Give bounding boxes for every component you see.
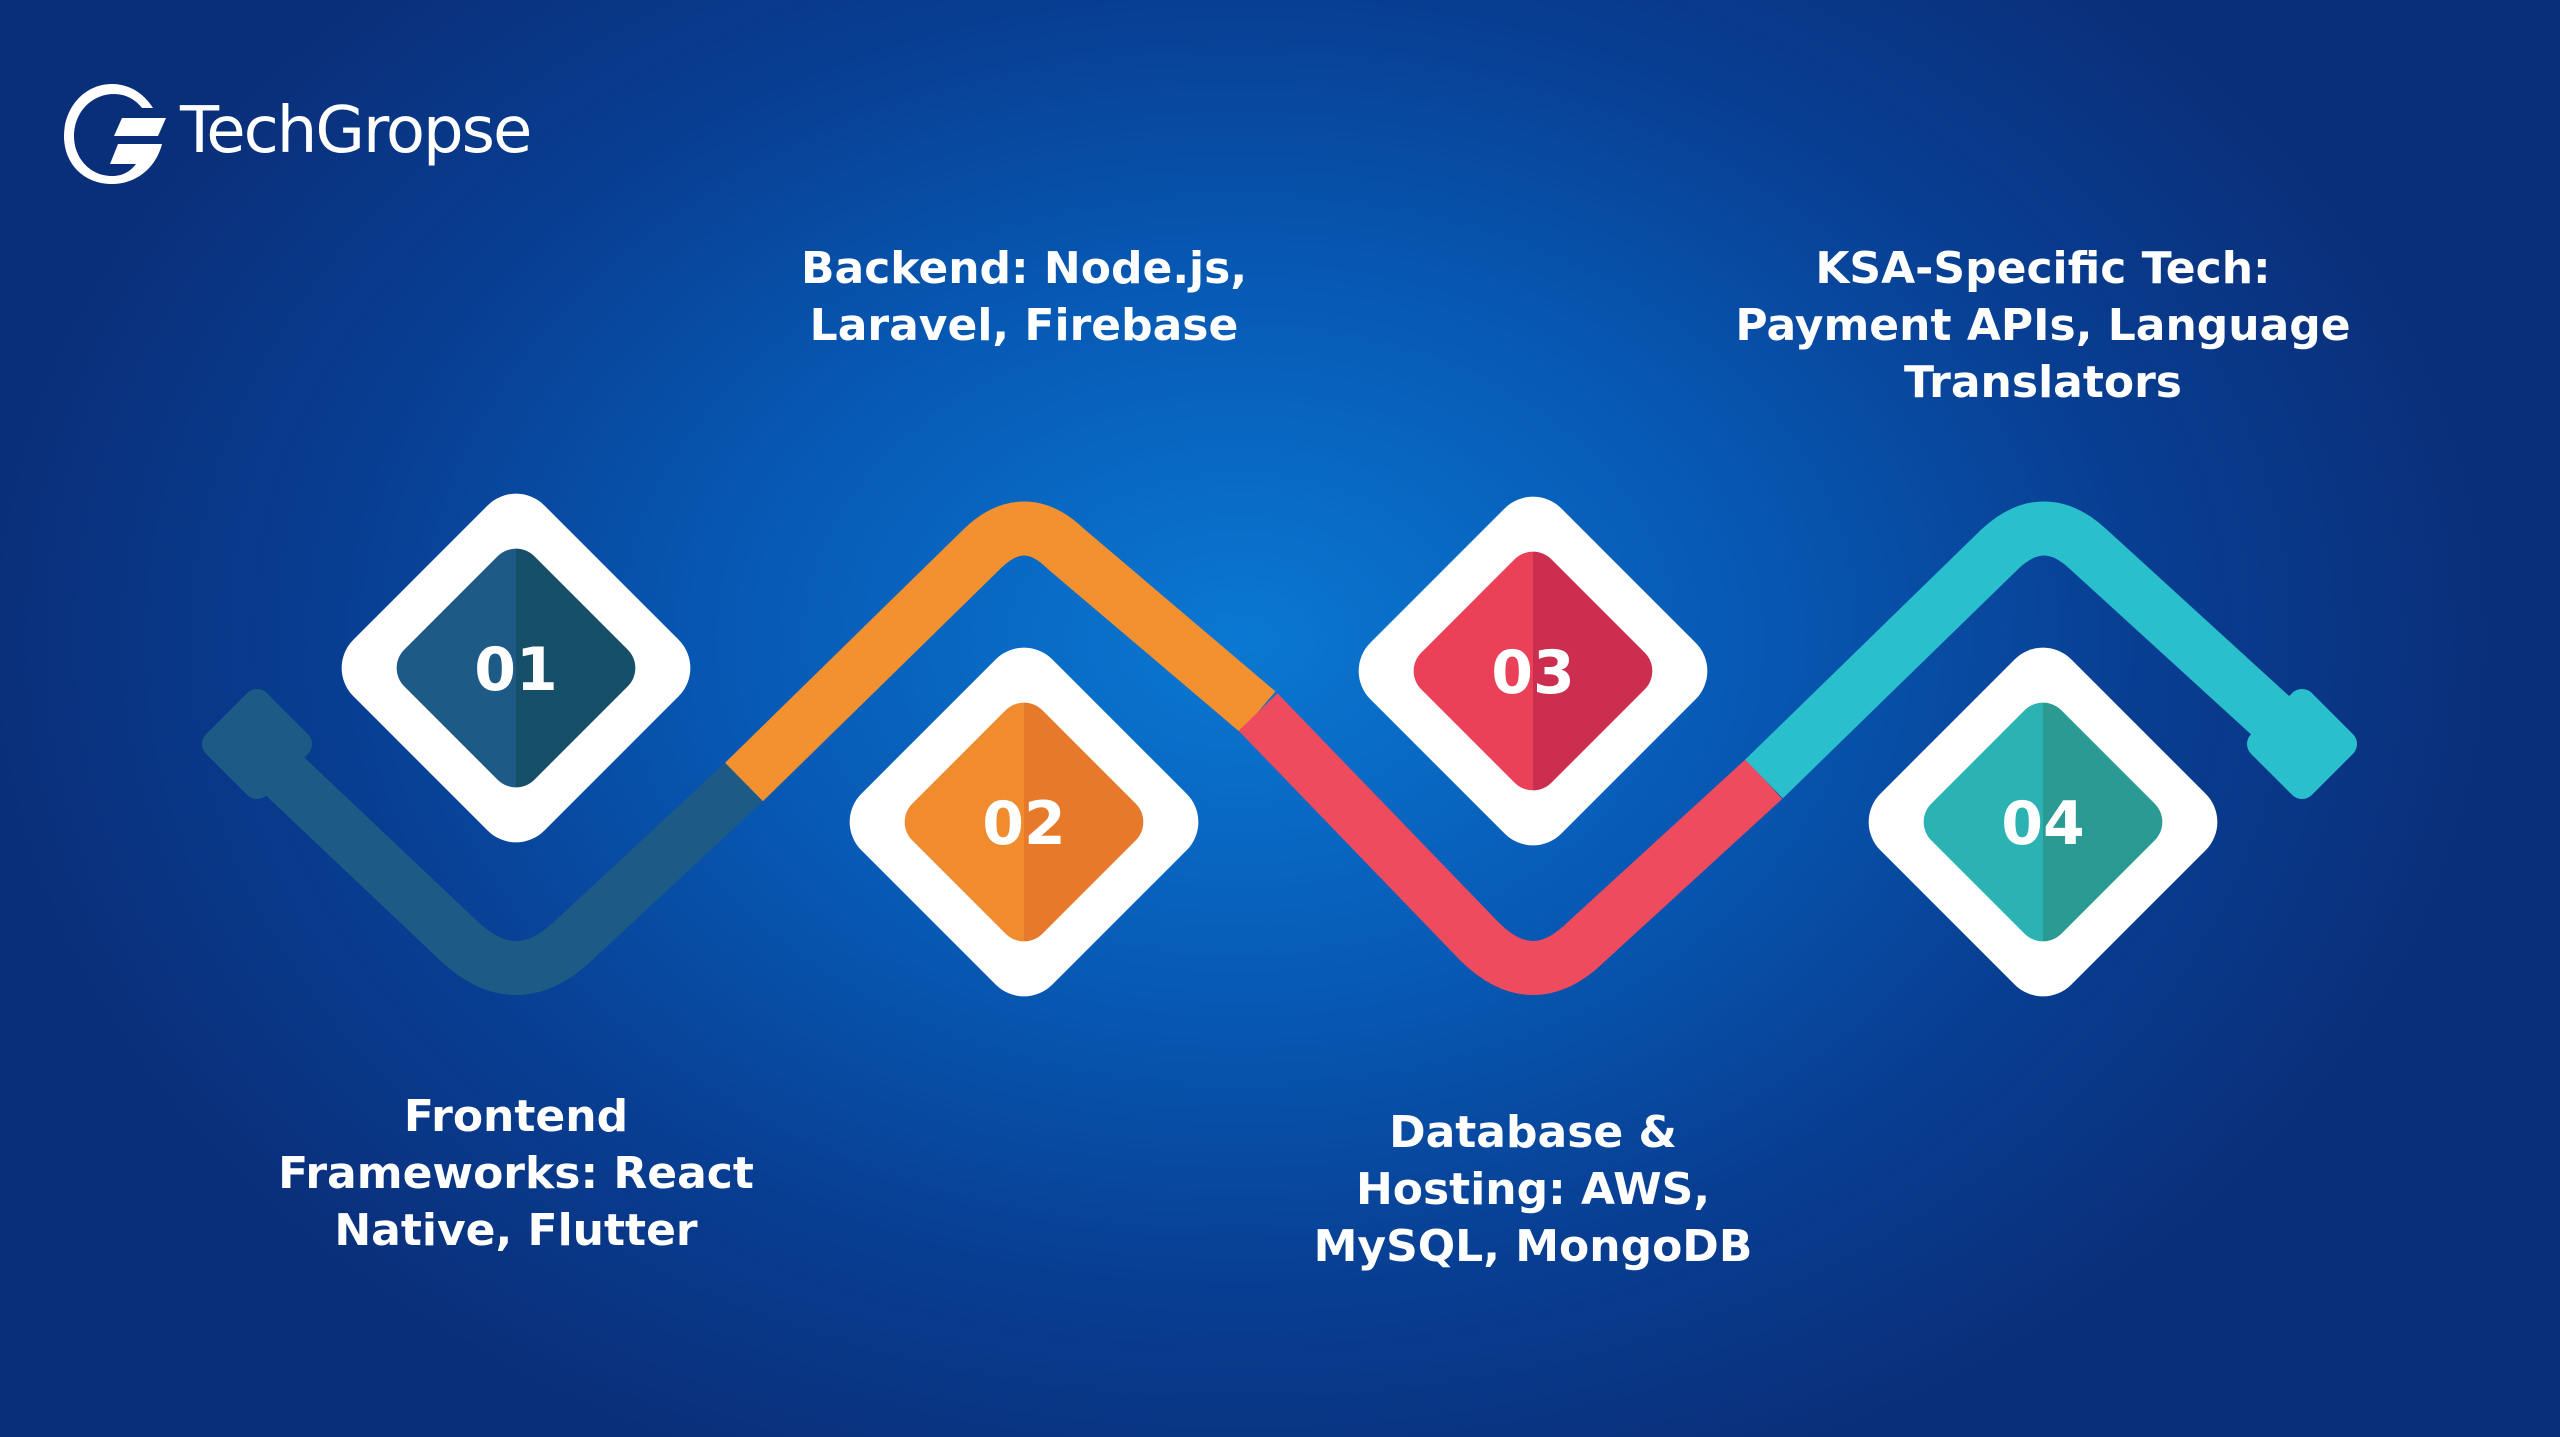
step-02-number: 02 (982, 789, 1066, 859)
step-03-label: Database & Hosting: AWS, MySQL, MongoDB (1313, 1107, 1753, 1272)
step-01-label: Frontend Frameworks: React Native, Flutt… (278, 1091, 754, 1256)
brand-name: TechGropse (180, 94, 532, 168)
step-02-diamond: 02 (849, 647, 1199, 997)
brand-logo: TechGropse (58, 78, 532, 198)
step-04-diamond: 04 (1868, 647, 2218, 997)
connector-segment-4 (1745, 501, 2325, 799)
step-03-diamond: 03 (1358, 496, 1708, 846)
step-04-label: KSA-Specific Tech: Payment APIs, Languag… (1735, 243, 2351, 408)
connector-end-cap (2246, 688, 2358, 800)
connector-start-cap (201, 688, 313, 800)
step-04-number: 04 (2001, 789, 2085, 859)
connector-segment-2 (725, 501, 1276, 802)
connector-segment-1 (236, 728, 763, 995)
connector-segment-3 (1238, 693, 1783, 995)
step-02-label: Backend: Node.js, Laravel, Firebase (800, 243, 1248, 351)
logo-mark-icon (64, 84, 166, 184)
step-01-number: 01 (474, 635, 558, 705)
step-03-number: 03 (1491, 638, 1575, 708)
step-01-diamond: 01 (341, 493, 691, 843)
